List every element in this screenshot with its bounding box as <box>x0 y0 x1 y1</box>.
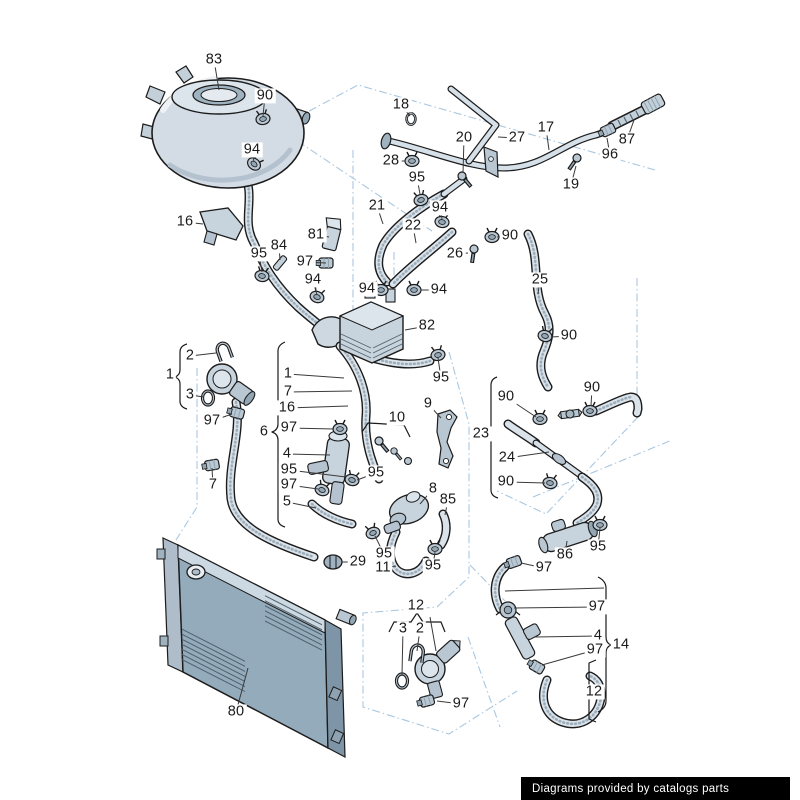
leader-line <box>288 469 347 478</box>
leader-line <box>427 403 442 419</box>
leader-line <box>606 137 611 156</box>
pipe-cap-87 <box>640 93 666 115</box>
leader-line <box>436 700 462 705</box>
leader-line <box>505 396 537 418</box>
leader-line <box>626 119 635 141</box>
leader-line <box>288 484 319 490</box>
leader-line <box>462 137 465 174</box>
leader-line <box>412 225 417 244</box>
leader-line <box>505 481 546 484</box>
leader-line <box>366 288 378 291</box>
leader-line <box>213 59 220 91</box>
leader-line <box>541 649 596 666</box>
leader-line <box>189 394 205 398</box>
small-parts <box>199 207 598 700</box>
expansion-tank <box>140 65 311 189</box>
leader-line <box>432 551 436 567</box>
leader-line <box>287 390 353 393</box>
leader-line <box>374 535 385 555</box>
leader-line <box>211 413 233 422</box>
leader-line <box>454 252 469 255</box>
leader-line <box>506 451 550 459</box>
leader-line <box>597 527 601 548</box>
leader-line <box>258 253 263 273</box>
leader-line <box>286 405 349 409</box>
leader-line <box>437 357 442 379</box>
leader-line <box>235 667 249 713</box>
leader-line <box>278 245 281 261</box>
leader-line <box>496 235 511 238</box>
coolant-pipes <box>380 85 666 198</box>
leader-line <box>288 427 335 430</box>
leader-line <box>251 149 255 163</box>
leader-line <box>262 95 266 117</box>
leader-line <box>497 136 518 139</box>
leader-line <box>211 467 214 486</box>
leader-line <box>534 635 599 638</box>
leader-line <box>404 325 428 331</box>
leader-line <box>184 221 204 225</box>
leader-line <box>416 177 421 195</box>
radiator <box>156 537 357 759</box>
leader-line <box>439 207 443 220</box>
footer-badge-text: Diagrams provided by catalogs parts <box>532 782 730 795</box>
leader-line <box>570 165 577 186</box>
leader-line <box>382 565 397 569</box>
leader-line <box>550 335 570 338</box>
auxiliary-pump <box>383 491 430 535</box>
leader-line <box>376 205 384 225</box>
footer-badge: Diagrams provided by catalogs parts <box>521 777 790 800</box>
coolant-distributor <box>538 518 598 554</box>
leader-line <box>356 472 377 481</box>
leader-line <box>304 261 327 264</box>
leader-line <box>416 628 421 652</box>
leader-line <box>537 279 541 295</box>
leader-line <box>545 127 550 151</box>
leader-line <box>189 352 217 357</box>
leader-line <box>590 387 593 407</box>
leader-line <box>564 540 568 556</box>
leader-line <box>520 562 545 569</box>
leader-line <box>513 606 598 609</box>
leader-line <box>286 453 331 456</box>
leader-line <box>287 373 345 379</box>
leader-line <box>315 234 330 238</box>
leader-line <box>401 628 404 676</box>
leader-line <box>312 279 318 296</box>
leader-line <box>286 501 317 509</box>
leader-line <box>419 488 434 505</box>
leader-line <box>444 499 449 516</box>
leader-line <box>400 104 411 117</box>
hoses <box>225 165 643 729</box>
